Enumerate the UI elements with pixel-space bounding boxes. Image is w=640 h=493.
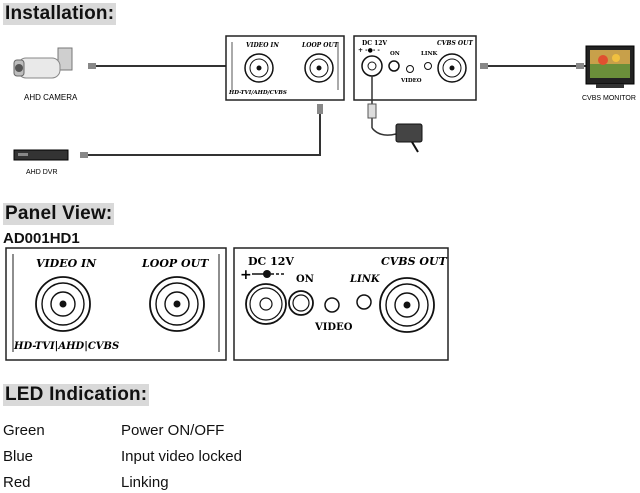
- svg-text:+: +: [240, 267, 252, 283]
- inst-loop-out-label: LOOP OUT: [301, 42, 339, 49]
- led-color: Red: [3, 474, 31, 491]
- polarity-icon: +: [240, 267, 285, 283]
- panel-loop-out-label: LOOP OUT: [141, 257, 209, 270]
- inst-link-label: LINK: [421, 51, 437, 57]
- camera-label: AHD CAMERA: [24, 93, 78, 102]
- power-adapter-icon: [367, 76, 423, 153]
- panel-link-label: LINK: [349, 274, 381, 285]
- cvbs-monitor-icon: [585, 45, 635, 88]
- panel-cvbs-out-label: CVBS OUT: [381, 255, 448, 268]
- model-label: AD001HD1: [3, 230, 80, 247]
- led-meaning: Input video locked: [121, 448, 242, 465]
- inst-link-led-icon: [424, 62, 432, 70]
- inst-video-label: VIDEO: [400, 78, 422, 84]
- panel-link-led-icon: [356, 294, 372, 310]
- panel-dc-label: DC 12V: [248, 255, 294, 268]
- led-meaning: Linking: [121, 474, 169, 491]
- ahd-camera-icon: [13, 47, 73, 79]
- panel-dc-jack-icon: [245, 283, 287, 325]
- panel-video-label: VIDEO: [314, 322, 353, 333]
- panel-view-diagram: VIDEO IN LOOP OUT HD-TVI|AHD|CVBS DC 12V…: [5, 247, 449, 361]
- panel-loop-out-bnc-icon: [149, 276, 205, 332]
- dvr-label: AHD DVR: [26, 169, 58, 176]
- panel-right: DC 12V CVBS OUT + ON LINK VIDEO: [233, 247, 449, 361]
- inst-video-led-icon: [406, 65, 414, 73]
- installation-diagram: AHD CAMERA VIDEO IN LOOP OUT HD-TVI/AHD/…: [13, 35, 636, 176]
- inst-cvbs-out-label: CVBS OUT: [437, 40, 473, 47]
- installation-left-unit: VIDEO IN LOOP OUT HD-TVI/AHD/CVBS: [225, 35, 345, 101]
- panel-on-switch-icon: [288, 290, 314, 316]
- panel-view-heading: Panel View:: [3, 203, 115, 225]
- installation-right-unit: DC 12V CVBS OUT + -●- - ON LINK VIDEO: [353, 35, 477, 101]
- panel-video-in-bnc-icon: [35, 276, 91, 332]
- inst-on-switch-icon: [388, 60, 400, 72]
- led-indication-heading: LED Indication:: [3, 384, 150, 406]
- ahd-dvr-icon: [13, 149, 69, 161]
- inst-on-label: ON: [390, 51, 400, 57]
- led-meaning: Power ON/OFF: [121, 422, 225, 439]
- camera-plug-icon: [88, 63, 96, 69]
- panel-cvbs-out-bnc-icon: [379, 277, 435, 333]
- dvr-cable: [84, 112, 321, 156]
- panel-video-led-icon: [324, 297, 340, 313]
- panel-on-label: ON: [296, 274, 314, 285]
- panel-left-bottom-label: HD-TVI|AHD|CVBS: [13, 341, 119, 352]
- inst-dc-label: DC 12V: [362, 40, 387, 47]
- led-color: Blue: [3, 448, 34, 465]
- panel-left: VIDEO IN LOOP OUT HD-TVI|AHD|CVBS: [5, 247, 227, 361]
- inst-video-in-label: VIDEO IN: [246, 42, 279, 49]
- installation-heading: Installation:: [3, 3, 117, 25]
- inst-left-bottom-label: HD-TVI/AHD/CVBS: [228, 90, 287, 96]
- svg-text:+ -●- -: + -●- -: [358, 47, 380, 54]
- monitor-label: CVBS MONITOR: [582, 95, 636, 102]
- panel-video-in-label: VIDEO IN: [36, 257, 97, 270]
- led-color: Green: [3, 422, 45, 439]
